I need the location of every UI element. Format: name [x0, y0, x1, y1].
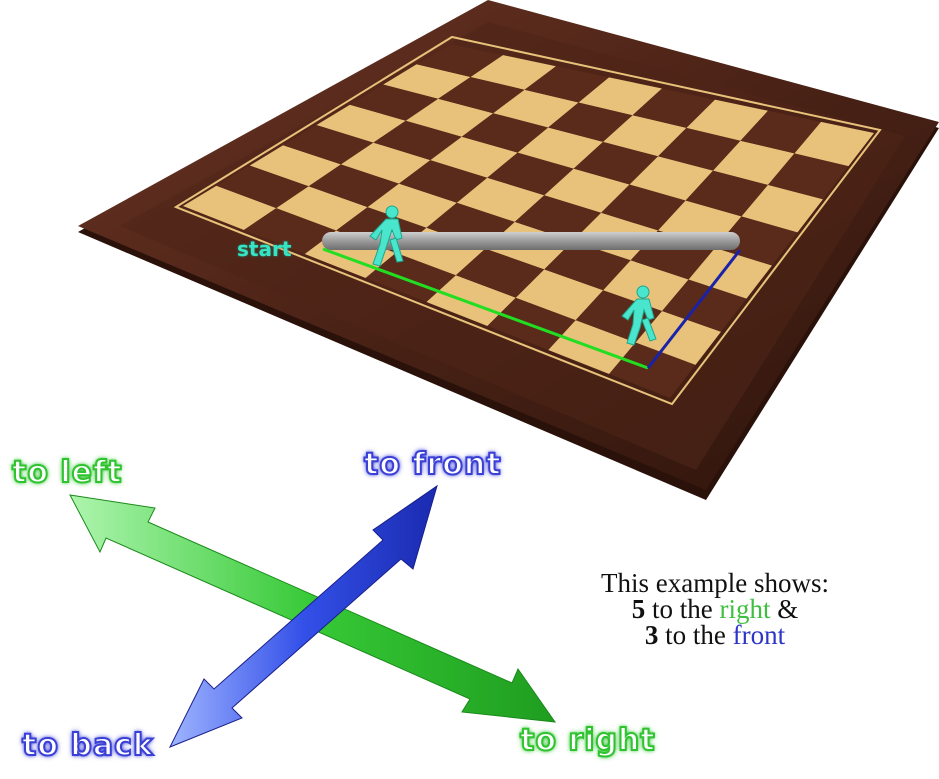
to-right-label: to right [520, 723, 656, 758]
caption-front-prefix: to the [665, 620, 726, 650]
caption-line-2: 5 to the right & [545, 596, 885, 622]
caption-right-count: 5 [632, 594, 646, 624]
example-caption: This example shows: 5 to the right & 3 t… [545, 570, 885, 648]
front-back-arrow [170, 486, 437, 747]
start-label: start [237, 237, 291, 261]
caption-line-3: 3 to the front [545, 622, 885, 648]
to-back-label: to back [22, 728, 154, 763]
caption-front-count: 3 [645, 620, 659, 650]
to-front-label: to front [364, 447, 502, 482]
caption-front-word: front [733, 620, 785, 650]
to-left-label: to left [12, 455, 122, 490]
caption-line-1: This example shows: [545, 570, 885, 596]
